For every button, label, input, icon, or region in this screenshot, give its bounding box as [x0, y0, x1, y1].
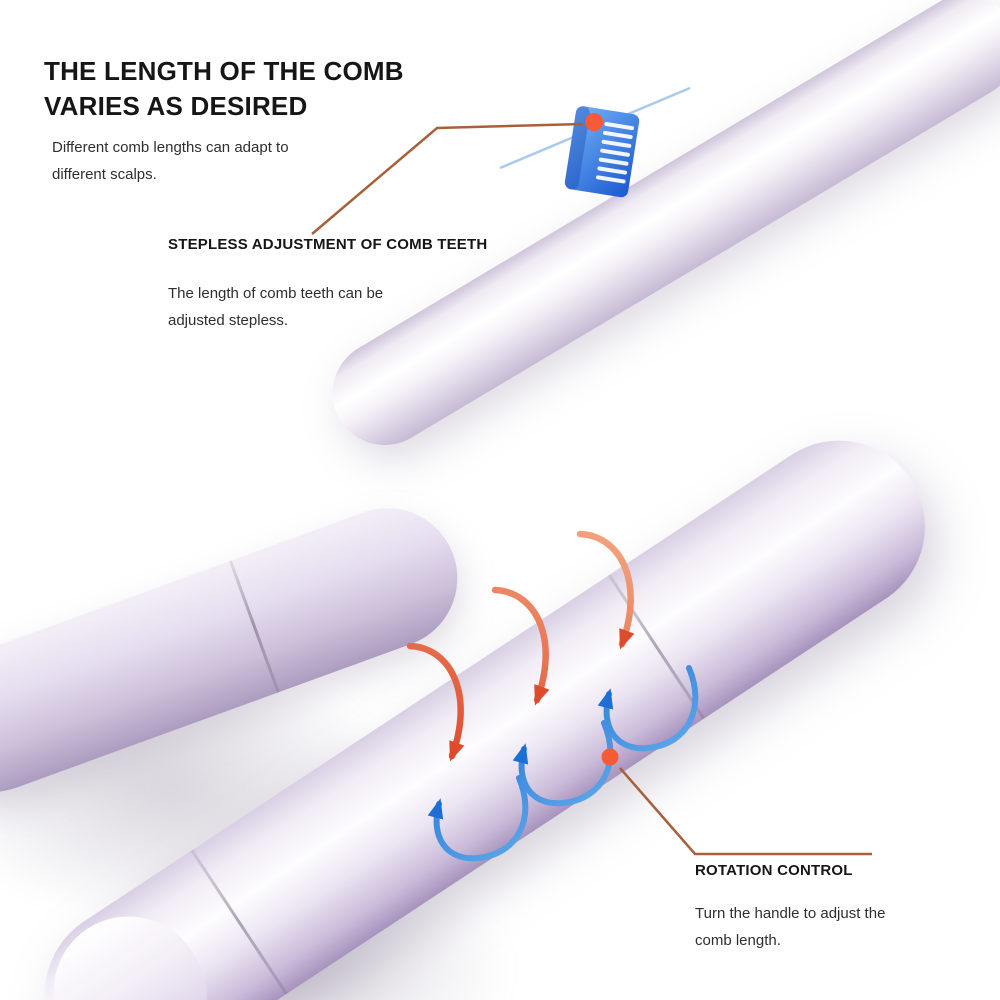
rotation-arrows-blue	[427, 665, 699, 862]
page-title-line1: THE LENGTH OF THE COMB	[44, 56, 404, 86]
intro-text: Different comb lengths can adapt to diff…	[52, 134, 289, 188]
leader-line-rotation	[619, 767, 872, 856]
rotation-body-line1: Turn the handle to adjust the	[695, 905, 886, 922]
red-dot-comb	[585, 113, 603, 131]
rotation-callout-body: Turn the handle to adjust the comb lengt…	[695, 900, 885, 954]
page-title: THE LENGTH OF THE COMB VARIES AS DESIRED	[44, 54, 404, 124]
orange-rotation-arrow-3	[576, 530, 635, 650]
orange-rotation-arrow-2	[491, 586, 550, 706]
rotation-arrows-orange	[406, 530, 635, 762]
leader-line-comb	[311, 122, 584, 235]
stepless-body-line1: The length of comb teeth can be	[168, 285, 384, 302]
stepless-callout-heading: STEPLESS ADJUSTMENT OF COMB TEETH	[168, 236, 488, 253]
page-title-line2: VARIES AS DESIRED	[44, 91, 308, 121]
rotation-body-line2: comb length.	[695, 932, 781, 949]
blue-rotation-arrow-2	[512, 720, 614, 807]
comb-icon	[564, 106, 640, 198]
comb-icon-spine	[564, 106, 590, 190]
stepless-body-line2: adjusted stepless.	[168, 312, 289, 329]
orange-rotation-arrow-1	[406, 642, 465, 762]
red-dot-rotation	[601, 748, 619, 766]
rotation-callout-heading: ROTATION CONTROL	[695, 862, 853, 879]
stepless-callout-body: The length of comb teeth can be adjusted…	[168, 280, 383, 334]
intro-line1: Different comb lengths can adapt to	[52, 139, 289, 156]
blue-rotation-arrow-3	[597, 665, 699, 752]
intro-line2: different scalps.	[52, 166, 157, 183]
comb-icon-teeth	[595, 122, 635, 184]
blue-rotation-arrow-1	[427, 775, 529, 862]
